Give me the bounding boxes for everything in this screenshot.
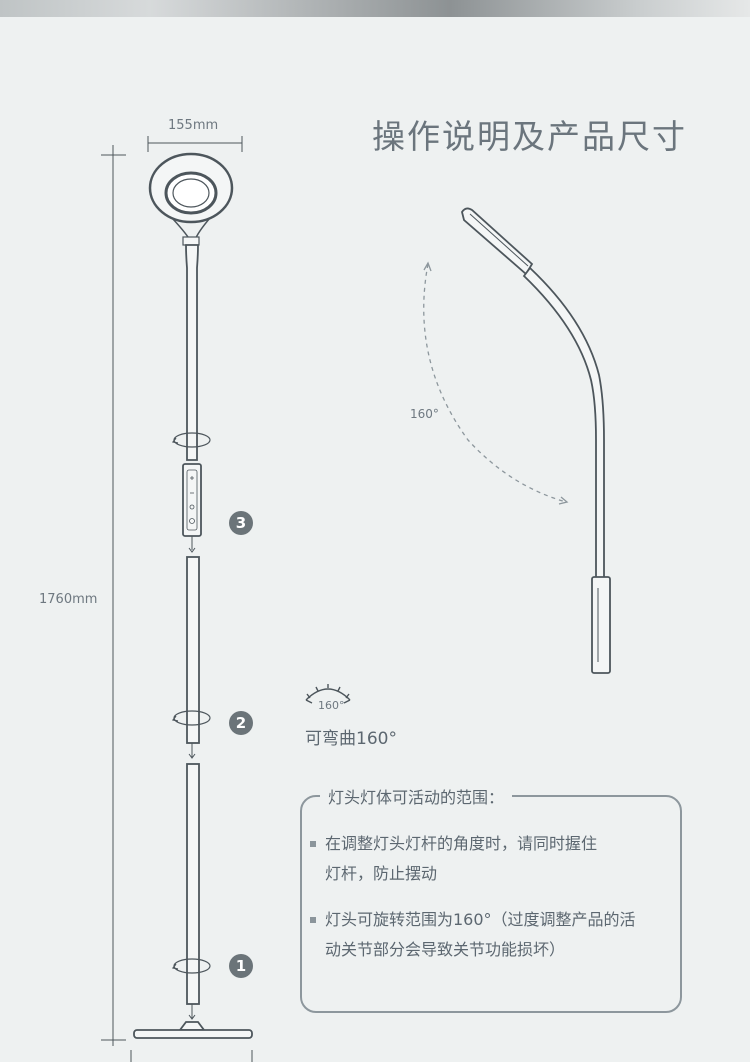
height-dimension xyxy=(101,145,253,1062)
step-badge-3: 3 xyxy=(229,511,253,535)
head-width-label: 155mm xyxy=(168,118,219,133)
bend-arc xyxy=(423,261,569,505)
top-photo-strip xyxy=(0,0,750,17)
gauge-label: 160° xyxy=(318,699,345,712)
middle-pole xyxy=(186,556,200,759)
note-2-line-2: 动关节部分会导致关节功能损坏） xyxy=(325,940,566,959)
step-badge-1: 1 xyxy=(229,954,253,978)
notes-box xyxy=(300,795,682,1013)
control-segment xyxy=(182,463,202,553)
rotation-icon-middle xyxy=(171,710,211,726)
bullet-dot xyxy=(310,917,316,923)
rotation-icon-upper xyxy=(171,432,211,448)
bend-caption: 可弯曲160° xyxy=(305,729,397,749)
note-1-line-2: 灯杆，防止摆动 xyxy=(325,864,438,883)
lamp-base xyxy=(133,1021,253,1039)
lower-pole xyxy=(186,763,200,1020)
gauge-icon xyxy=(305,684,351,704)
notes-heading: 灯头灯体可活动的范围： xyxy=(320,784,513,808)
bend-angle-label: 160° xyxy=(410,407,439,421)
upper-pole xyxy=(185,244,199,461)
bent-lamp-side-view xyxy=(461,207,611,674)
note-1-line-1: 在调整灯头灯杆的角度时，请同时握住 xyxy=(325,834,598,853)
rotation-icon-lower xyxy=(171,958,211,974)
lamp-head xyxy=(148,152,234,246)
bullet-dot xyxy=(310,841,316,847)
head-width-dimension xyxy=(147,136,243,152)
control-buttons xyxy=(186,469,198,531)
note-2-line-1: 灯头可旋转范围为160°（过度调整产品的活 xyxy=(325,910,636,929)
total-height-label: 1760mm xyxy=(39,592,98,607)
page-title: 操作说明及产品尺寸 xyxy=(372,117,687,156)
step-badge-2: 2 xyxy=(229,711,253,735)
